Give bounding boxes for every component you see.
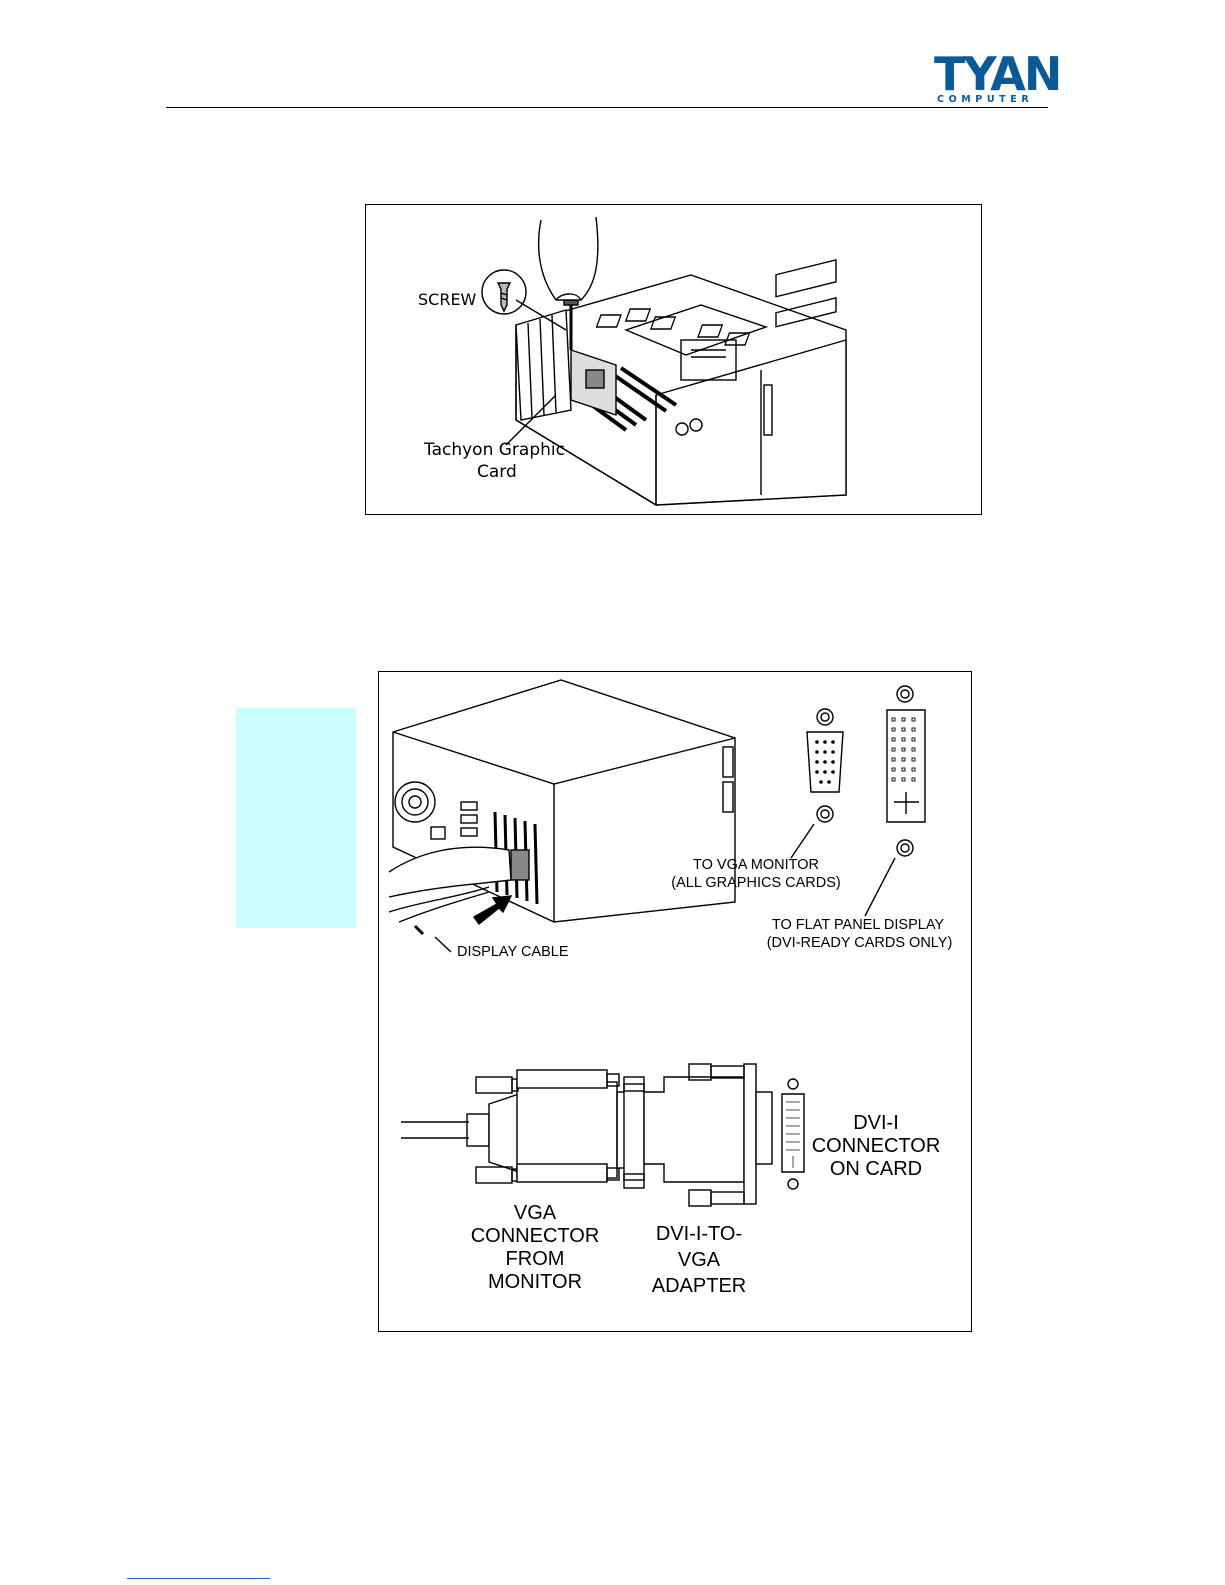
adapter-label-line2: VGA <box>634 1249 764 1272</box>
logo-wordmark: TYAN <box>934 50 1060 98</box>
vga-connector-label-line4: MONITOR <box>465 1271 605 1294</box>
card-label-line1: Tachyon Graphic <box>424 441 565 460</box>
figure-card-installation: SCREW Tachyon Graphic Card <box>365 204 982 515</box>
dvi-label-line3: ON CARD <box>811 1158 941 1181</box>
card-installation-illustration <box>366 205 983 516</box>
adapter-label-line3: ADAPTER <box>634 1275 764 1298</box>
flat-panel-label-line2: (DVI-READY CARDS ONLY) <box>757 936 962 952</box>
figure-display-connection: DISPLAY CABLE TO VGA MONITOR (ALL GRAPHI… <box>378 671 972 1332</box>
tyan-logo: TYAN COMPUTER <box>934 50 1054 110</box>
side-tab <box>236 708 356 928</box>
flat-panel-label-line1: TO FLAT PANEL DISPLAY <box>763 918 953 934</box>
adapter-label-line1: DVI-I-TO- <box>634 1223 764 1246</box>
header-rule <box>166 107 1048 108</box>
display-cable-label: DISPLAY CABLE <box>457 945 569 961</box>
dvi-label-line2: CONNECTOR <box>811 1135 941 1158</box>
vga-monitor-label-line1: TO VGA MONITOR <box>691 858 821 874</box>
vga-connector-label-line1: VGA <box>465 1202 605 1225</box>
vga-connector-label-line2: CONNECTOR <box>465 1225 605 1248</box>
logo-subtext: COMPUTER <box>937 94 1033 105</box>
screw-label: SCREW <box>418 291 476 309</box>
card-label-line2: Card <box>477 463 517 482</box>
dvi-label-line1: DVI-I <box>811 1112 941 1135</box>
vga-connector-label-line3: FROM <box>465 1248 605 1271</box>
footer-link-underline <box>127 1578 270 1579</box>
vga-monitor-label-line2: (ALL GRAPHICS CARDS) <box>661 876 851 892</box>
